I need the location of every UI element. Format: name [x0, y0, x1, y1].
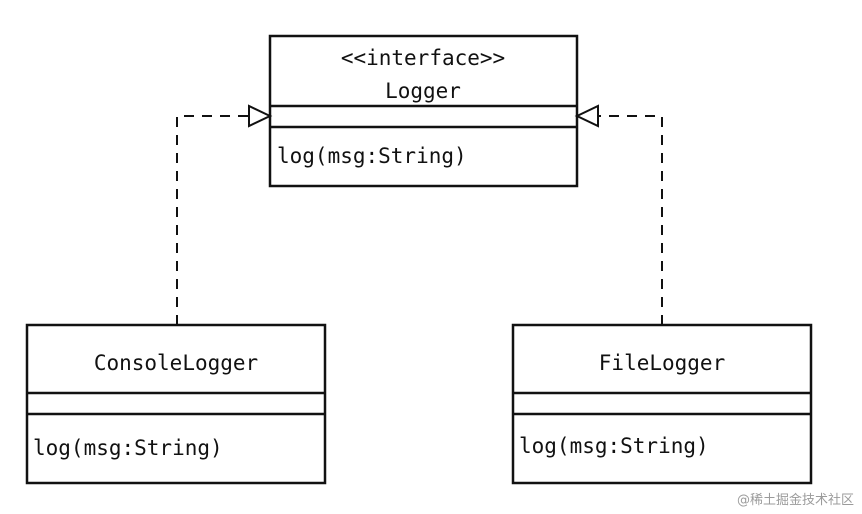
logger-class-name: Logger — [385, 79, 461, 103]
logger-method: log(msg:String) — [277, 144, 467, 168]
filelogger-class-name: FileLogger — [599, 351, 725, 375]
logger-box-border — [268, 34, 579, 188]
filelogger-box-border — [511, 323, 813, 485]
watermark: @稀土掘金技术社区 — [736, 493, 854, 508]
logger-stereotype: <<interface>> — [341, 46, 505, 70]
logger-interface-box: <<interface>> Logger log(msg:String) — [268, 34, 579, 188]
consolelogger-realization-arrow — [176, 104, 273, 325]
filelogger-realization-arrow — [574, 104, 663, 325]
consolelogger-method: log(msg:String) — [33, 436, 223, 460]
consolelogger-hollow-arrowhead — [248, 104, 273, 128]
filelogger-dashed-connector — [598, 115, 663, 325]
filelogger-method: log(msg:String) — [519, 434, 709, 458]
consolelogger-class-box: ConsoleLogger log(msg:String) — [25, 323, 327, 485]
filelogger-hollow-arrowhead — [574, 104, 599, 128]
filelogger-class-box: FileLogger log(msg:String) — [511, 323, 813, 485]
consolelogger-class-name: ConsoleLogger — [94, 351, 258, 375]
consolelogger-dashed-connector — [176, 115, 249, 325]
